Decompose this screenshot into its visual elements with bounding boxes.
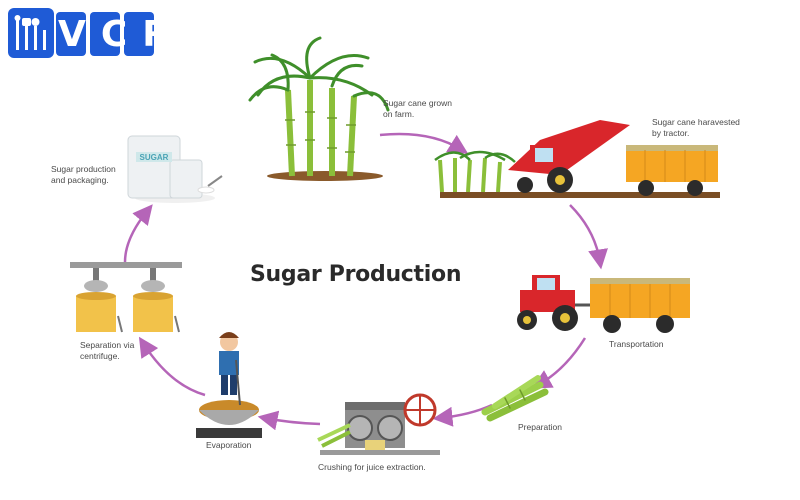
sugar-bag-text: SUGAR — [140, 153, 169, 162]
arrow-evaporation-to-separation — [138, 336, 206, 397]
sugar-cane-plants-icon — [248, 36, 390, 181]
step-label-crushing: Crushing for juice extraction. — [318, 462, 426, 472]
logo-text: VCR — [58, 14, 186, 55]
step-label-packaging: Sugar production and packaging. — [51, 164, 116, 185]
sugar-bags-icon: SUGAR — [127, 135, 223, 203]
cut-cane-stalks-icon — [481, 375, 549, 422]
step-label-harvest: Sugar cane haravested by tractor. — [652, 117, 740, 138]
step-label-transportation: Transportation — [609, 339, 664, 349]
boiling-pot-with-worker-icon — [196, 332, 262, 438]
arrow-separation-to-packaging — [123, 204, 153, 263]
crushing-machine-icon — [317, 393, 440, 455]
arrow-transport-to-preparation — [531, 337, 587, 389]
step-label-preparation: Preparation — [518, 422, 562, 432]
step-label-farm: Sugar cane grown on farm. — [383, 98, 452, 119]
centrifuge-tanks-icon — [70, 262, 182, 333]
arrow-crushing-to-evaporation — [257, 410, 321, 431]
step-label-separation: Separation via centrifuge. — [80, 340, 135, 361]
arrow-farm-to-harvest — [379, 132, 469, 154]
tractor-trailer-icon — [517, 275, 690, 333]
vcr-logo: VCR — [8, 8, 186, 60]
diagram-title: Sugar Production — [250, 262, 462, 287]
cycle-arrows — [123, 132, 608, 431]
arrow-harvest-to-transport — [569, 204, 608, 270]
step-label-evaporation: Evaporation — [206, 440, 252, 450]
harvester-tractor-icon — [434, 120, 720, 198]
